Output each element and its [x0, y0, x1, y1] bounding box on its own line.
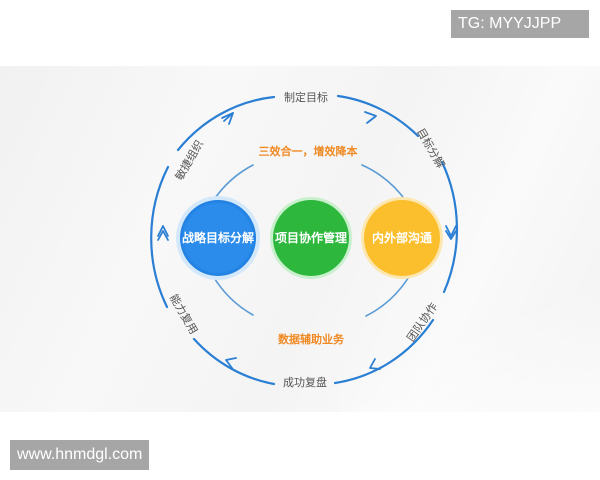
- arrow-icon: [445, 225, 457, 237]
- inner-bottom-label: 数据辅助业务: [278, 333, 344, 346]
- inner-top-label: 三效合一，增效降本: [258, 145, 358, 158]
- arrow-icon: [157, 225, 169, 237]
- background-shade: [340, 282, 600, 412]
- step-label-set-goal: 制定目标: [284, 91, 328, 104]
- diagram-background: [0, 66, 600, 412]
- node-communication: [361, 197, 443, 279]
- node-strategy: [176, 196, 260, 280]
- watermark-bottom: www.hnmdgl.com: [10, 440, 150, 470]
- node-label-project: 项目协作管理: [274, 231, 347, 245]
- step-label-review: 成功复盘: [283, 376, 327, 389]
- node-project: [270, 197, 352, 279]
- arrow-icon: [364, 111, 377, 124]
- node-label-communication: 内外部沟通: [371, 231, 432, 245]
- arrow-icon: [369, 358, 381, 370]
- watermark-top: TG: MYYJJPP: [451, 10, 589, 38]
- arrow-icons: [157, 111, 457, 370]
- arrow-icon: [225, 357, 237, 369]
- outer-cycle-ring: [150, 94, 459, 386]
- node-label-strategy: 战略目标分解: [181, 231, 254, 245]
